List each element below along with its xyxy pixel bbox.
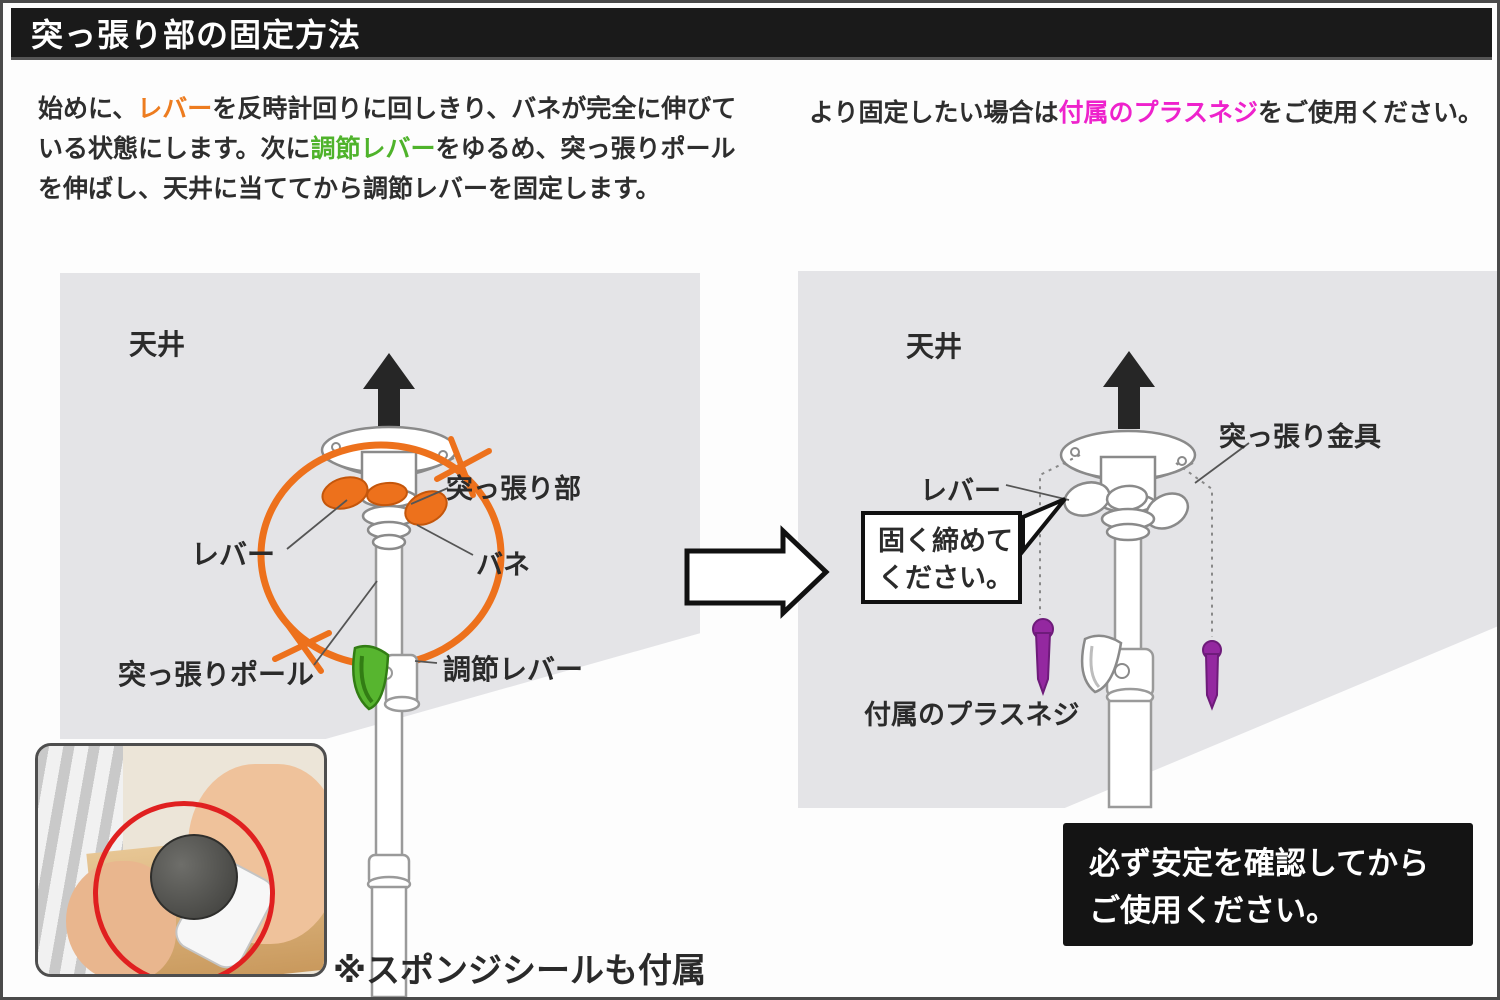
screw-highlight: 付属のプラスネジ (1058, 98, 1259, 127)
pole-label: 突っ張りポール (118, 658, 315, 691)
wing-lever-white (1063, 481, 1190, 542)
screw-guide-dotted-lines (1039, 454, 1213, 637)
intro-paragraph-left: 始めに、レバーを反時計回りに回しきり、バネが完全に伸びて いる状態にします。次に… (38, 89, 736, 209)
text-run: より固定したい場合は (809, 98, 1059, 127)
intro-left-line3: を伸ばし、天井に当ててから調節レバーを固定します。 (38, 169, 736, 209)
adjust-lever-highlight: 調節レバー (310, 134, 436, 163)
warning-box: 必ず安定を確認してから ご使用ください。 (1063, 823, 1473, 946)
page-title: 突っ張り部の固定方法 (31, 15, 362, 54)
leader-lines-left (286, 487, 474, 666)
warning-line1: 必ず安定を確認してから (1089, 846, 1430, 882)
speech-bubble-pointer (1021, 497, 1067, 557)
speech-line2: ください。 (878, 563, 1013, 594)
screw-label: 付属のプラスネジ (864, 700, 1080, 731)
ceiling-label-left: 天井 (129, 328, 186, 361)
wing-lever-orange (321, 476, 448, 526)
diagram-scene (257, 351, 1250, 997)
spring-label: バネ (476, 550, 530, 581)
intro-left-line2: いる状態にします。次に調節レバーをゆるめ、突っ張りポール (38, 129, 736, 169)
up-arrow-icon-right (1103, 351, 1155, 429)
title-bar: 突っ張り部の固定方法 (11, 8, 1492, 60)
tension-pole-left (366, 541, 412, 997)
text-run: をゆるめ、突っ張りポール (435, 134, 736, 163)
warning-line2: ご使用ください。 (1089, 893, 1337, 929)
sponge-photo (35, 743, 327, 977)
ceiling-plate-left (320, 425, 458, 509)
speech-line1: 固く締めて (878, 526, 1013, 557)
up-arrow-icon-left (363, 353, 415, 431)
text-run: を反時計回りに回しきり、バネが完全に伸びて (212, 94, 737, 123)
text-run: 始めに、 (38, 94, 138, 123)
ceiling-label-right: 天井 (906, 330, 963, 363)
plus-screw-right (1202, 640, 1222, 711)
text-run: いる状態にします。次に (38, 134, 311, 163)
right-arrow-icon (684, 525, 830, 619)
leader-lines-right (1005, 442, 1250, 501)
speech-bubble: 固く締めて ください。 (861, 511, 1022, 604)
tension-part-label: 突っ張り部 (446, 474, 581, 505)
red-circle-annotation (93, 801, 275, 974)
bracket-label: 突っ張り金具 (1219, 422, 1381, 453)
text-run: を伸ばし、天井に当ててから調節レバーを固定します。 (38, 174, 661, 203)
lever-highlight: レバー (137, 94, 213, 123)
intro-paragraph-right: より固定したい場合は付属のプラスネジをご使用ください。 (809, 93, 1483, 133)
adjust-lever-green (352, 644, 421, 713)
sponge-note-caption: ※スポンジシールも付属 (333, 951, 707, 991)
lever-label-right: レバー (920, 476, 1001, 507)
intro-left-line1: 始めに、レバーを反時計回りに回しきり、バネが完全に伸びて (38, 89, 736, 129)
tension-pole-right (1105, 526, 1155, 809)
text-run: をご使用ください。 (1258, 98, 1484, 127)
adjust-lever-label: 調節レバー (443, 653, 584, 686)
spring-rings-left (361, 504, 417, 551)
adjust-lever-white (1080, 634, 1130, 694)
plus-screw-left (1032, 618, 1054, 696)
lever-label-left: レバー (191, 538, 276, 571)
